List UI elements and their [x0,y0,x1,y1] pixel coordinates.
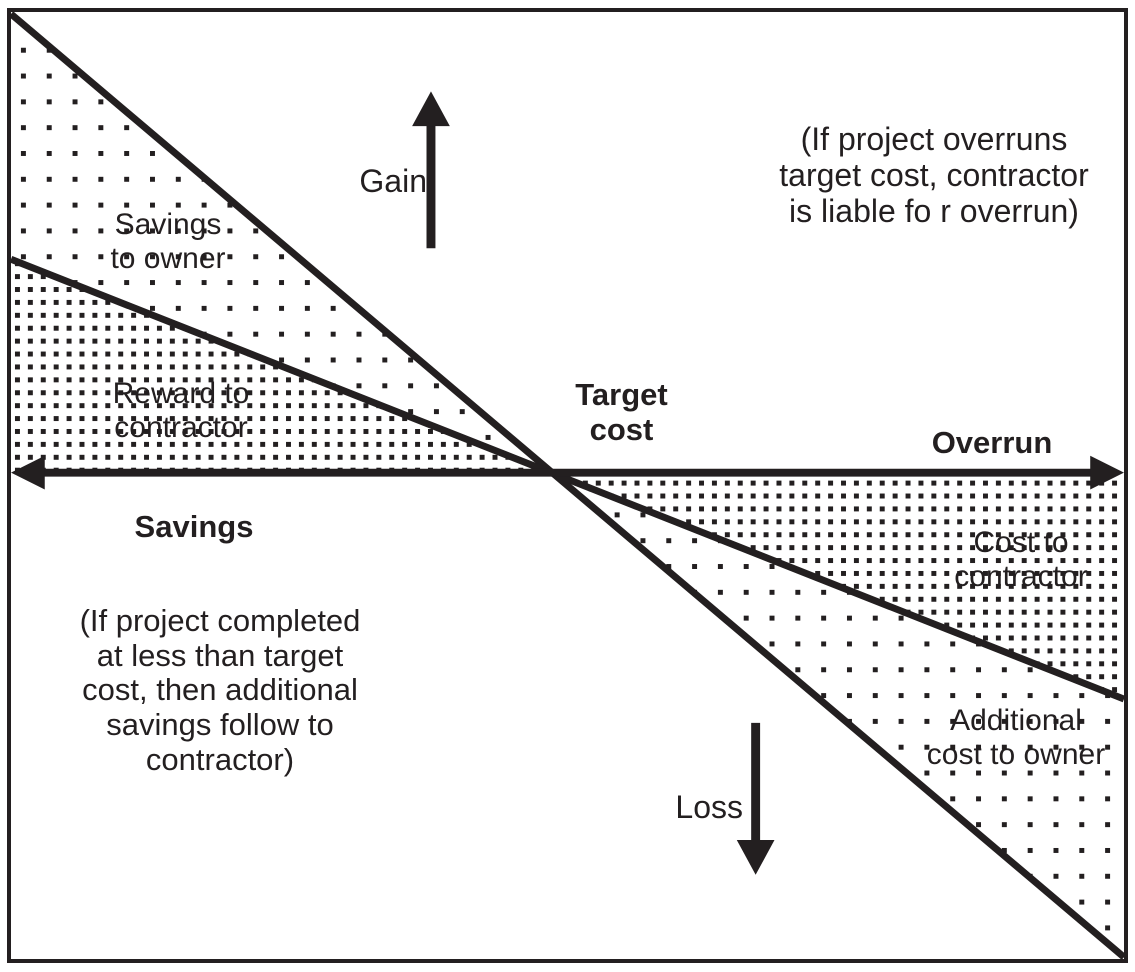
target-cost-share-plot [11,12,1124,959]
cost-axis-right-arrowhead [1090,455,1124,490]
cost-axis-left-arrowhead [11,455,45,490]
diagram-frame: Savings to owner Reward to contractor Ga… [7,8,1128,963]
loss-arrow-head [736,840,775,875]
gain-arrow-head [412,91,450,127]
shallow-share-line [11,255,1124,703]
steep-share-line [11,12,1124,959]
